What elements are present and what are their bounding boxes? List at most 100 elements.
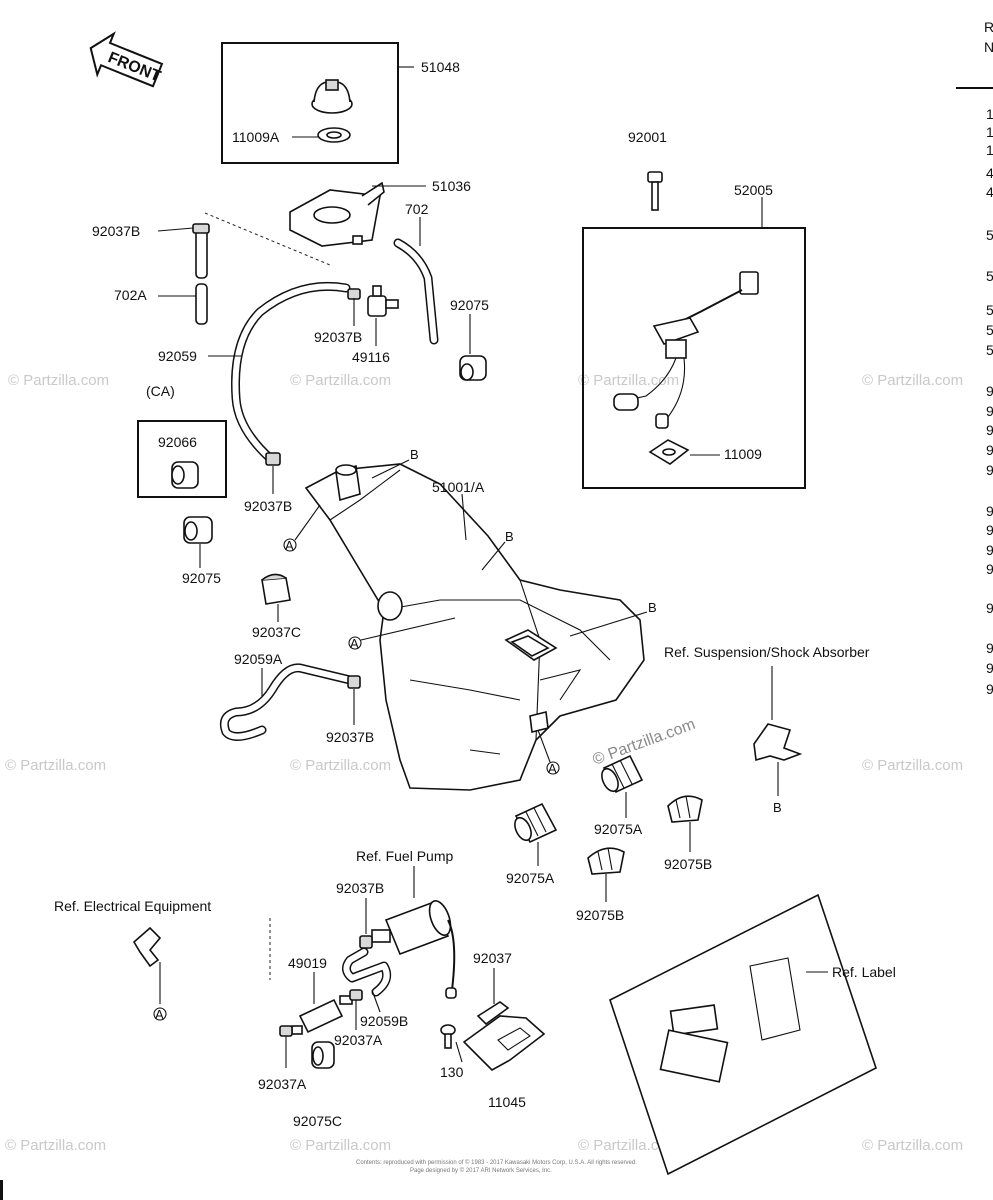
part-92037A-left: 92037A [258,1076,307,1092]
ref-electrical: Ref. Electrical Equipment [54,898,211,914]
clamp-icon [265,452,281,466]
marker-B: B [505,529,514,544]
connector-icon [132,926,162,968]
rubber-damper-icon [311,1041,335,1069]
parts-list-item: 9 [986,383,993,399]
parts-list-item: 9 [986,442,993,458]
part-92075C: 92075C [293,1113,342,1129]
parts-list-item: 9 [986,660,993,676]
part-11045: 11045 [488,1094,526,1110]
watermark: © Partzilla.com [578,372,679,389]
label-panel-icon [609,893,877,1176]
part-92037B-left: 92037B [244,498,292,514]
band-icon [476,1001,510,1026]
part-702: 702 [405,201,429,217]
part-92075A-right: 92075A [594,821,643,837]
bracket-icon [753,723,803,762]
parts-list-item: 9 [986,422,993,438]
part-51036: 51036 [432,178,471,194]
marker-A: A [548,761,557,776]
watermark: © Partzilla.com [290,372,391,389]
marker-B: B [648,600,657,615]
parts-list-item: 9 [986,522,993,538]
copyright-line-2: Page designed by © 2017 ARI Network Serv… [410,1167,552,1174]
fuel-tank-icon [304,463,645,791]
part-92075A-left: 92075A [506,870,555,886]
part-CA: (CA) [146,383,175,399]
part-92059B: 92059B [360,1013,408,1029]
ca-box [137,420,227,498]
screw-icon [440,1024,456,1049]
part-92075-top: 92075 [450,297,489,313]
marker-A-circle: A [153,1007,167,1022]
clip-icon [587,847,625,875]
clamp-icon [359,935,373,949]
parts-list-item: 9 [986,681,993,697]
ref-label: Ref. Label [832,964,896,980]
part-11009: 11009 [724,446,762,462]
gasket-icon [648,439,690,465]
parts-list-item: 5 [986,322,993,338]
marker-B: B [410,447,419,462]
watermark: © Partzilla.com [5,1137,106,1154]
part-92075B-right: 92075B [664,856,712,872]
clamp-icon [347,288,361,300]
parts-list-item: 1 [986,106,993,122]
front-arrow-icon: FRONT [89,31,164,88]
part-92037A-mid: 92037A [334,1032,383,1048]
rubber-damper-icon [601,754,644,794]
fuel-filter-icon [291,995,353,1035]
parts-list-item: 1 [986,142,993,158]
part-51048: 51048 [421,59,460,75]
parts-list-item: 9 [986,503,993,519]
watermark: © Partzilla.com [862,372,963,389]
parts-list-item: 9 [986,561,993,577]
part-92075B-mid: 92075B [576,907,624,923]
parts-list-item: 9 [986,600,993,616]
marker-B: B [773,800,782,815]
marker-A: A [155,1007,164,1022]
part-92066: 92066 [158,434,197,450]
watermark: © Partzilla.com [5,757,106,774]
watermark: © Partzilla.com [290,757,391,774]
fuel-gauge-sensor-icon [613,271,759,429]
marker-A-circle: A [283,504,321,553]
marker-A: A [350,636,359,651]
parts-list-item: 1 [986,124,993,140]
part-92059: 92059 [158,348,197,364]
clip-icon [261,573,291,605]
parts-list-item: 9 [986,640,993,656]
part-49116: 49116 [352,349,390,365]
parts-list-header: N [984,39,993,55]
parts-list-item: 5 [986,227,993,243]
part-11009A: 11009A [232,129,280,145]
breather-tube-icon [192,223,210,325]
clip-icon [667,795,703,823]
marker-A-circle: A [348,617,456,651]
parts-list-item: 5 [986,342,993,358]
marker-A: A [285,538,294,553]
gasket-icon [317,127,351,143]
watermark-diagonal: © Partzilla.com [591,716,698,769]
clamp-icon [349,989,363,1001]
copyright-line-1: Contents: reproduced with permission of … [356,1159,637,1166]
marker-A-circle: A [537,729,560,776]
part-51001A: 51001/A [432,479,485,495]
fuel-pump-icon [371,900,457,999]
rubber-damper-icon [514,802,558,844]
parts-list-item: 4 [986,184,993,200]
fuel-cap-icon [311,79,353,114]
parts-list-item: 5 [986,302,993,318]
part-702A: 702A [114,287,147,303]
watermark: © Partzilla.com [862,757,963,774]
part-92037C: 92037C [252,624,301,640]
canister-damper-icon [171,461,199,489]
parts-list-header: R [984,19,993,35]
part-92037: 92037 [473,950,512,966]
clamp-icon [279,1025,293,1037]
rubber-damper-icon [183,516,213,544]
ref-suspension: Ref. Suspension/Shock Absorber [664,644,870,660]
part-92037B-low: 92037B [326,729,374,745]
part-92075-left: 92075 [182,570,221,586]
